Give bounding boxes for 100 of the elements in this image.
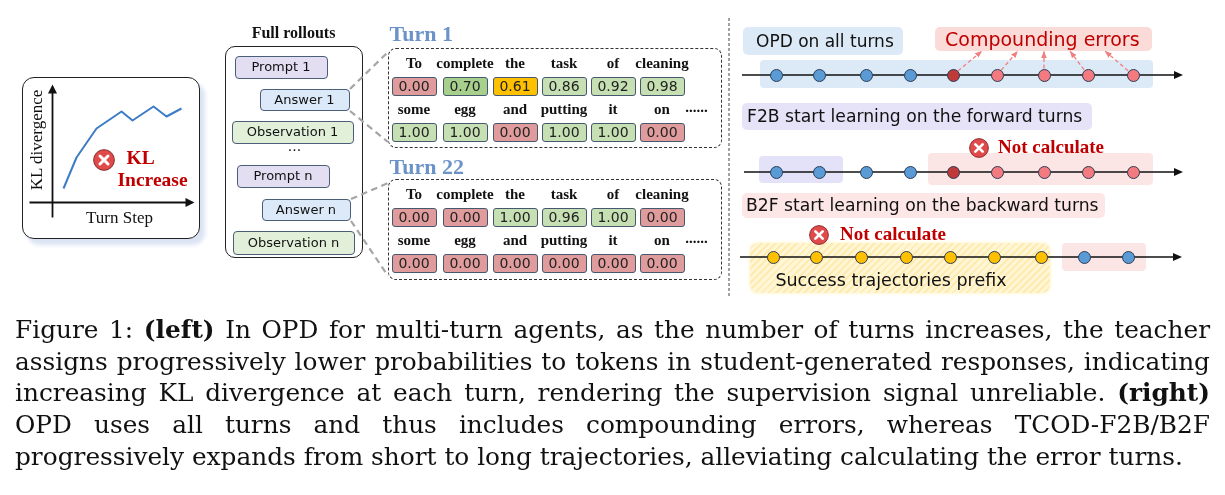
step-box: Answer n: [261, 198, 351, 221]
probability-chip: 1.00: [590, 122, 636, 142]
dot-icon: [903, 165, 917, 179]
dot-icon: [1037, 165, 1051, 179]
token-word: it: [608, 231, 618, 248]
probability-chip: 0.00: [442, 253, 488, 273]
dot-icon: [859, 165, 873, 179]
token-word: the: [505, 185, 525, 202]
probability-chip: 0.98: [639, 76, 685, 96]
token-word: putting: [540, 100, 588, 117]
dot-icon: [1081, 68, 1095, 82]
figure-caption: Figure 1: (left) In OPD for multi-turn agents, as the number of turns increases, the teacher assigns progressively lower probabilities to tokens in student-generated responses, indicating increasing KL divergence at each turn, rendering the supervision signal unreliable. (right) OPD uses all turns and thus includes compounding errors, whereas TCOD-F2B/B2F progressively expands from short to long trajectories, alleviating calculating the error turns.: [15, 314, 1210, 473]
ellipsis-text: ......: [685, 229, 708, 246]
note-text: Not calculate: [840, 223, 947, 245]
dot-icon: [812, 165, 826, 179]
token-word: on: [654, 231, 670, 248]
token-word: To: [405, 185, 423, 202]
dot-icon: [766, 250, 780, 264]
dot-icon: [990, 165, 1004, 179]
highlight-band: [750, 243, 1050, 293]
turn-title: Turn 1: [389, 20, 453, 47]
dot-icon: [1034, 250, 1048, 264]
token-word: some: [397, 231, 431, 248]
dot-icon: [812, 68, 826, 82]
probability-chip: 1.00: [492, 207, 538, 227]
dot-icon: [946, 165, 960, 179]
highlight-band: [928, 153, 1153, 185]
method-tag: B2F start learning on the backward turns: [742, 193, 1105, 218]
dot-icon: [769, 68, 783, 82]
dot-icon: [1126, 68, 1140, 82]
probability-chip: 0.00: [391, 253, 437, 273]
dot-icon: [903, 68, 917, 82]
method-tag: F2B start learning on the forward turns: [742, 103, 1092, 130]
step-box: Prompt n: [236, 164, 330, 188]
probability-chip: 0.96: [541, 207, 587, 227]
probability-chip: 1.00: [590, 207, 636, 227]
probability-chip: 0.00: [391, 76, 437, 96]
probability-chip: 0.00: [639, 122, 685, 142]
step-box: Observation n: [232, 230, 355, 255]
token-word: some: [397, 100, 431, 117]
note-text: Not calculate: [998, 136, 1105, 158]
dot-icon: [1037, 68, 1051, 82]
step-box: Observation 1: [231, 120, 354, 144]
dot-icon: [987, 250, 1001, 264]
dot-icon: [1081, 165, 1095, 179]
annotation-text: KL Increase: [117, 146, 189, 191]
token-word: To: [405, 54, 423, 71]
highlight-band: [1062, 243, 1146, 271]
probability-chip: 0.00: [492, 253, 538, 273]
probability-chip: 0.00: [639, 207, 685, 227]
probability-chip: 0.00: [590, 253, 636, 273]
probability-chip: 0.00: [541, 253, 587, 273]
probability-chip: 0.92: [590, 76, 636, 96]
dashed-arrow: [1069, 50, 1085, 71]
probability-chip: 0.61: [492, 76, 538, 96]
token-word: egg: [454, 100, 476, 117]
dashed-arrow: [957, 50, 983, 72]
token-word: it: [608, 100, 618, 117]
token-word: of: [606, 54, 620, 71]
token-word: task: [550, 54, 578, 71]
probability-chip: 0.00: [442, 207, 488, 227]
token-word: cleaning: [635, 185, 689, 202]
probability-chip: 1.00: [442, 122, 488, 142]
dashed-line: [349, 110, 389, 143]
probability-chip: 0.86: [541, 76, 587, 96]
probability-chip: 0.70: [442, 76, 488, 96]
dot-icon: [990, 68, 1004, 82]
step-box: Prompt 1: [234, 55, 328, 79]
token-word: complete: [436, 185, 494, 202]
dot-icon: [946, 68, 960, 82]
dot-icon: [943, 250, 957, 264]
axis-label: KL divergence: [26, 89, 47, 190]
dashed-line: [349, 51, 389, 90]
token-word: egg: [454, 231, 476, 248]
dot-icon: [899, 250, 913, 264]
token-word: complete: [436, 54, 494, 71]
ellipsis-text: ......: [685, 98, 708, 115]
token-word: the: [505, 54, 525, 71]
dot-icon: [854, 250, 868, 264]
dot-icon: [859, 68, 873, 82]
token-word: cleaning: [635, 54, 689, 71]
error-tag: Compounding errors: [935, 27, 1152, 51]
dashed-line: [350, 182, 389, 200]
token-word: of: [606, 185, 620, 202]
token-word: on: [654, 100, 670, 117]
dot-icon: [1077, 250, 1091, 264]
highlight-band: [760, 60, 1153, 88]
token-word: and: [502, 100, 528, 117]
probability-chip: 0.00: [492, 122, 538, 142]
chart-panel: [22, 77, 200, 239]
dashed-arrow: [1041, 50, 1047, 70]
turn-title: Turn 22: [389, 153, 464, 180]
probability-chip: 1.00: [541, 122, 587, 142]
method-tag: OPD on all turns: [743, 27, 903, 55]
probability-chip: 0.00: [639, 253, 685, 273]
step-box: Answer 1: [259, 88, 350, 111]
token-word: putting: [540, 231, 588, 248]
panel-title: Full rollouts: [251, 23, 336, 42]
dot-icon: [1121, 250, 1135, 264]
axis-label: Turn Step: [86, 207, 153, 228]
